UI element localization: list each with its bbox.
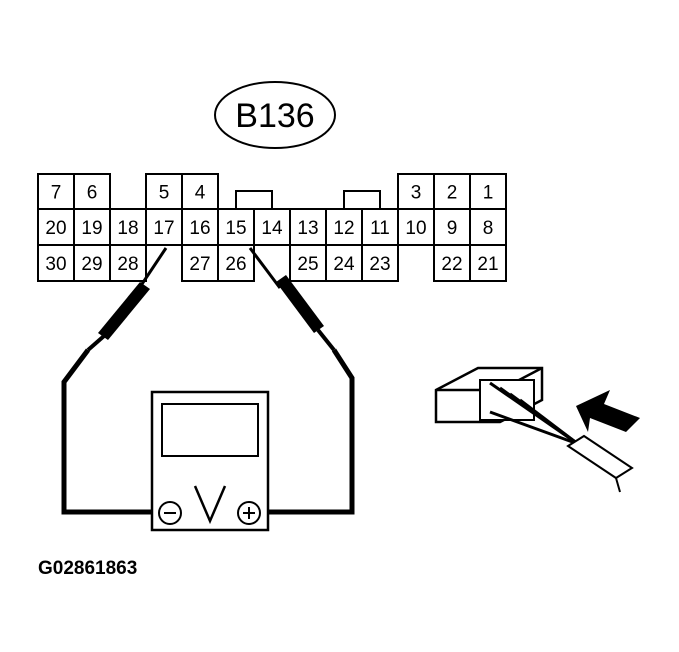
pin-number: 20 (45, 218, 66, 239)
pin-cavity (361, 244, 399, 282)
voltmeter-icon (150, 390, 270, 532)
pin-cavity (217, 244, 255, 282)
pin-cavity (73, 244, 111, 282)
figure-id: G02861863 (38, 558, 138, 579)
pin-number: 25 (297, 254, 318, 275)
pin-cavity (289, 244, 327, 282)
pin-number: 17 (153, 218, 174, 239)
pin-cavity (325, 208, 363, 246)
pin-number: 2 (447, 183, 458, 204)
pin-number: 3 (411, 183, 422, 204)
pin-cavity (109, 244, 147, 282)
pin-number: 19 (81, 218, 102, 239)
pin-number: 13 (297, 218, 318, 239)
pin-cavity (181, 244, 219, 282)
pin-number: 11 (370, 218, 390, 239)
pin-cavity (289, 208, 327, 246)
connector-lock-tab-left (235, 190, 273, 210)
insertion-arrow-icon (576, 390, 640, 432)
pin-number: 14 (261, 218, 283, 239)
pin-number: 8 (483, 218, 494, 239)
connector-lock-tab-right (343, 190, 381, 210)
pin-cavity (37, 244, 75, 282)
negative-lead-wire (61, 348, 155, 515)
positive-lead-wire (266, 348, 355, 515)
pin-cavity (181, 208, 219, 246)
pin-number: 27 (189, 254, 210, 275)
pin-number: 12 (333, 218, 354, 239)
pin-number: 23 (369, 254, 390, 275)
pin-number: 28 (117, 254, 138, 275)
pin-cavity (397, 208, 435, 246)
pin-number: 1 (483, 183, 494, 204)
pin-number: 30 (45, 254, 66, 275)
connector-label-oval (214, 81, 336, 149)
pin-number: 4 (195, 183, 206, 204)
pin-number: 22 (441, 254, 462, 275)
pin-number: 6 (87, 183, 98, 204)
pin-number: 24 (333, 254, 355, 275)
pin-number: 15 (225, 218, 246, 239)
pin-number: 21 (477, 254, 498, 275)
pin-cavity (145, 173, 183, 210)
connector-label: B136 (235, 97, 314, 135)
pin-number: 26 (225, 254, 246, 275)
pin-cavity (37, 208, 75, 246)
pin-number: 5 (159, 183, 170, 204)
pin-cavity (181, 173, 219, 210)
pin-number: 16 (189, 218, 210, 239)
pin-number: 7 (51, 183, 62, 204)
pin-number: 9 (447, 218, 458, 239)
pin-cavity (469, 244, 507, 282)
pin-number: 10 (405, 218, 426, 239)
pin-number: 18 (117, 218, 138, 239)
positive-probe (248, 247, 336, 352)
harness-connector-icon (434, 366, 634, 493)
pin-number: 29 (81, 254, 102, 275)
pin-cavity (253, 208, 291, 246)
negative-probe (86, 247, 168, 352)
